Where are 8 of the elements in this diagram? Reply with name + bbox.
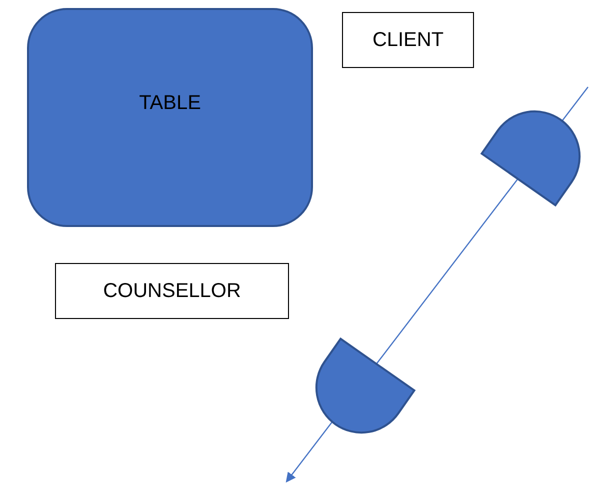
- node-label: CLIENT: [372, 28, 444, 52]
- node-label: COUNSELLOR: [103, 280, 241, 302]
- label-box: [55, 263, 289, 319]
- label-box: [342, 12, 474, 68]
- chair-shape: [315, 338, 416, 434]
- table-shape: [27, 8, 313, 227]
- chair-shape: [480, 110, 581, 206]
- node-label: TABLE: [139, 92, 201, 115]
